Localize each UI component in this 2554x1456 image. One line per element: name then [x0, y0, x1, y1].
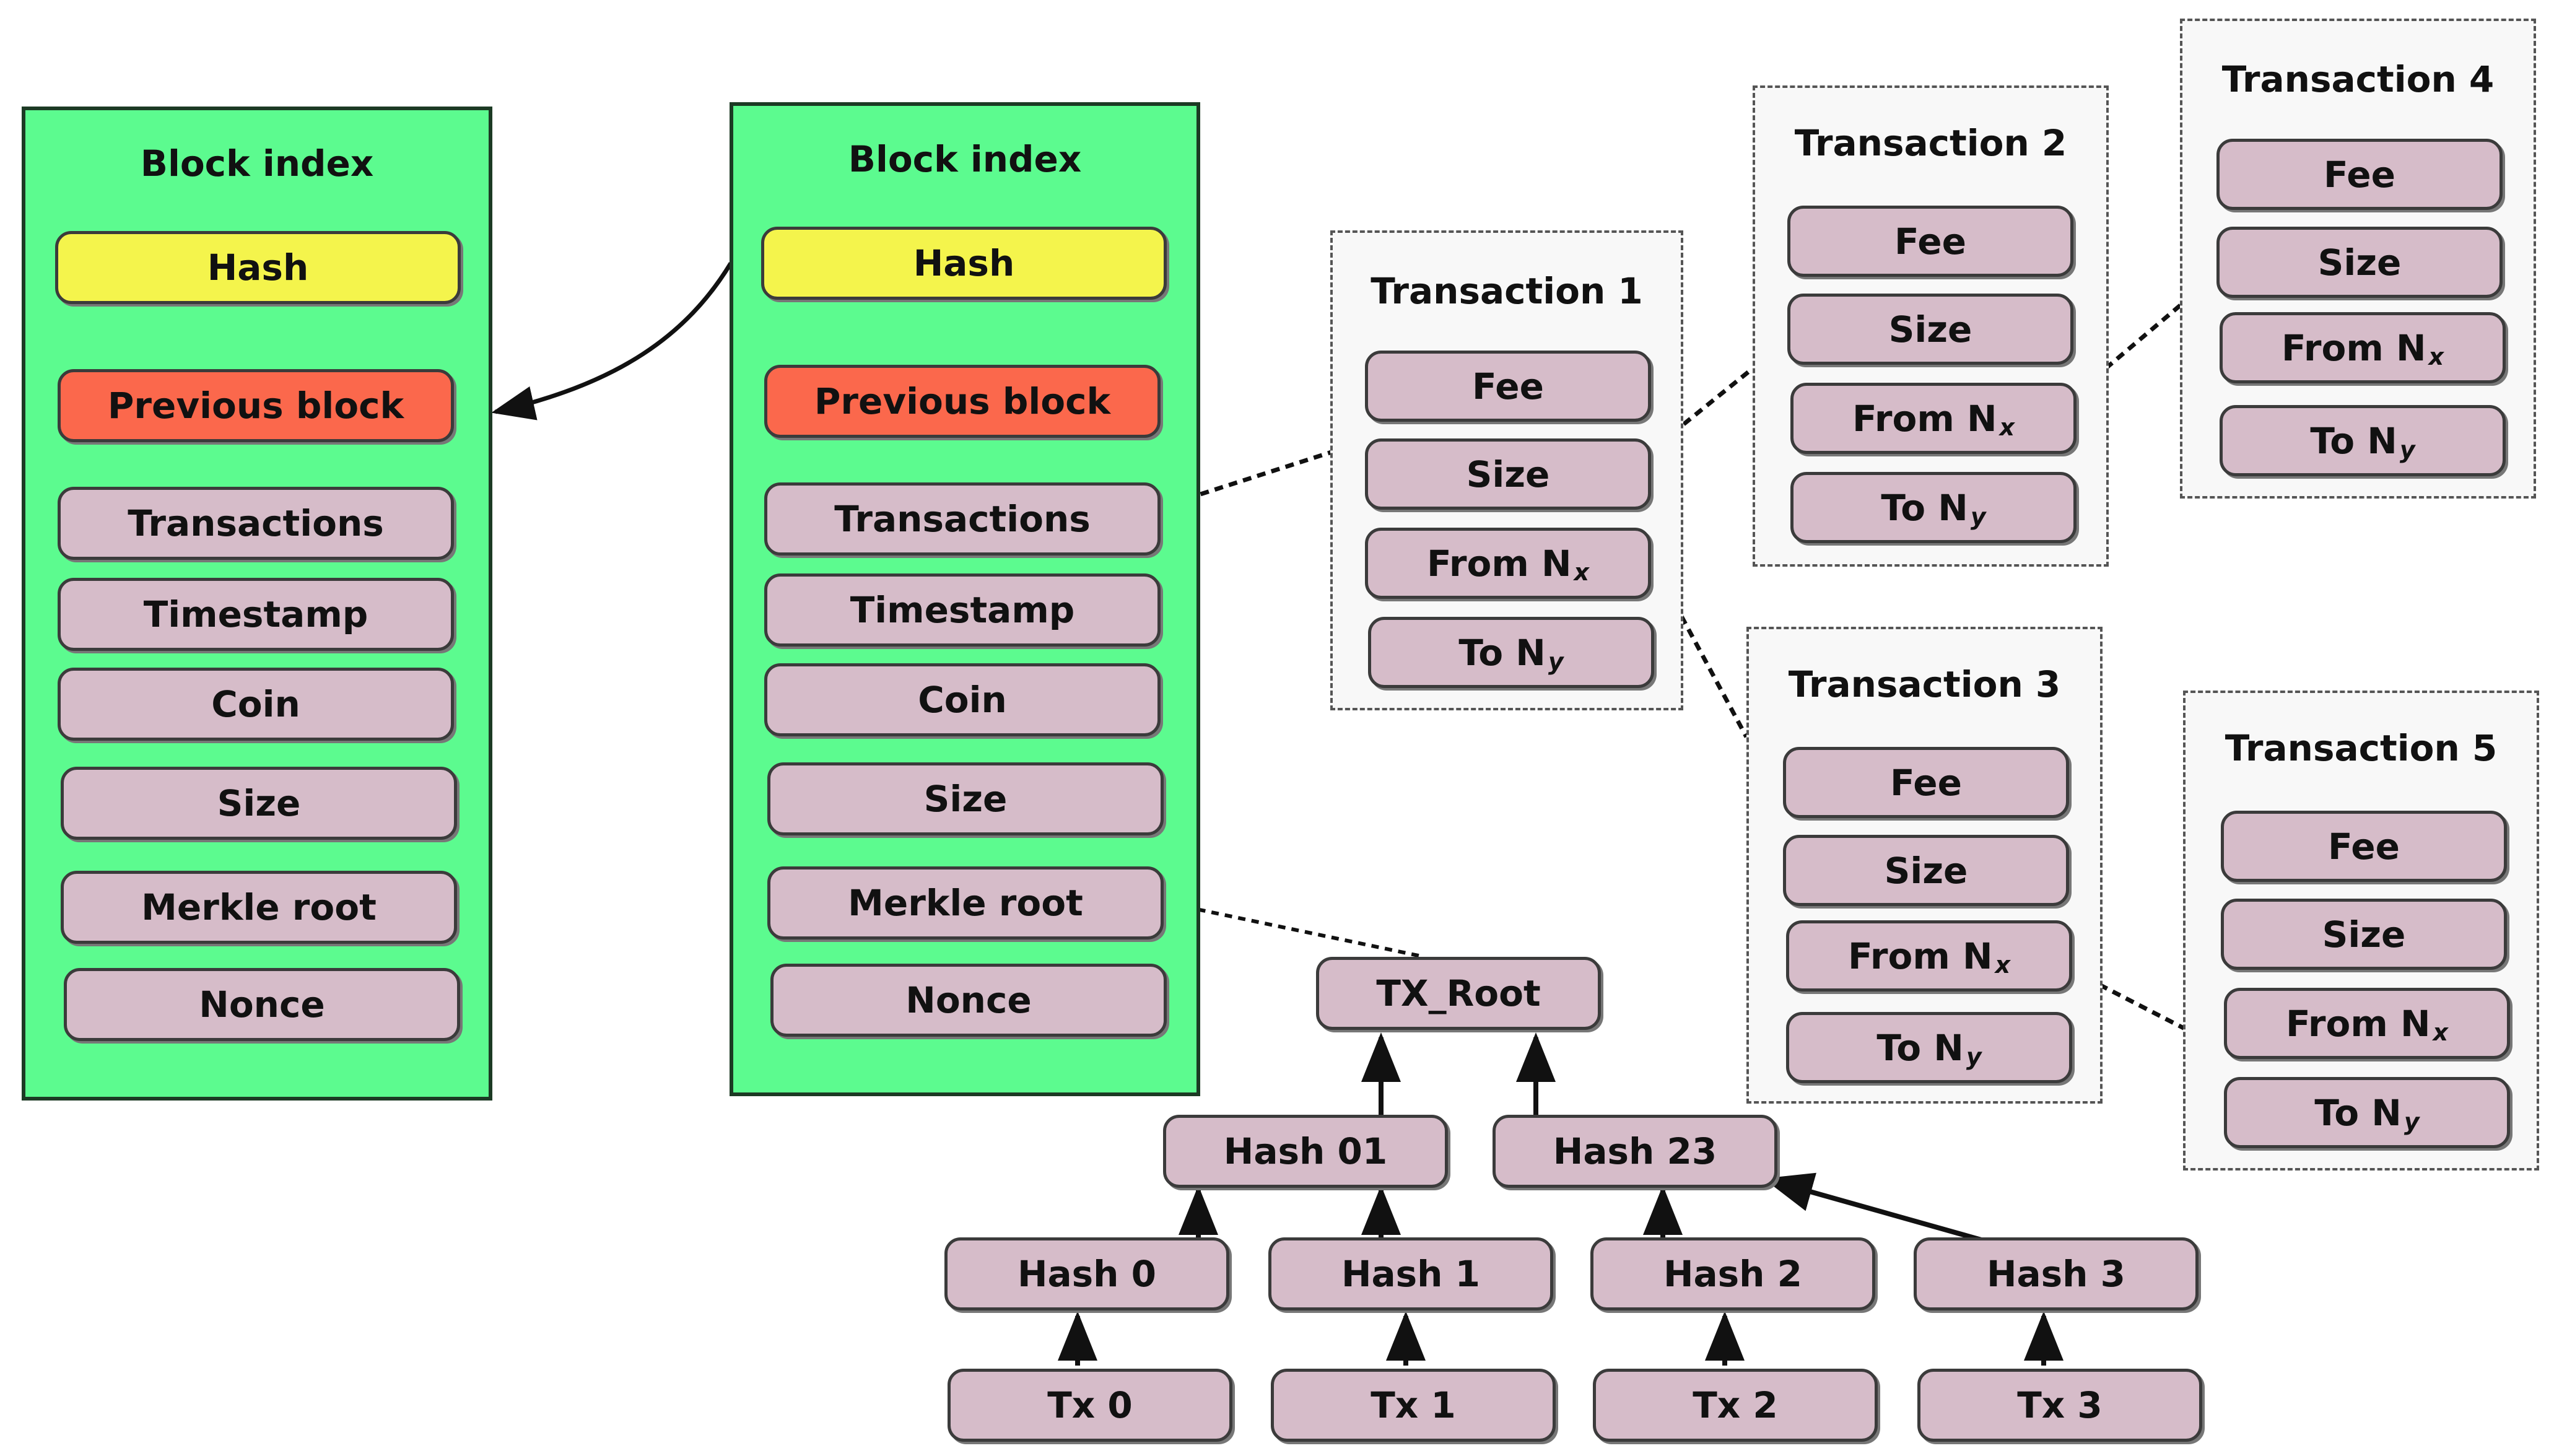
nonce-field: Nonce — [770, 964, 1167, 1037]
previous-block-arrow — [491, 262, 733, 421]
from-label: From N — [1426, 542, 1572, 585]
transaction-title: Transaction 1 — [1371, 270, 1643, 312]
tx-0-node: Tx 0 — [948, 1369, 1232, 1442]
previous-block-field: Previous block — [58, 369, 454, 442]
from-subscript: x — [1574, 558, 1590, 586]
merkle-root-field: Merkle root — [767, 866, 1164, 939]
to-label: To N — [1881, 486, 1968, 529]
to-label: To N — [1458, 631, 1546, 674]
timestamp-field: Timestamp — [764, 573, 1161, 647]
nonce-field: Nonce — [64, 968, 460, 1041]
from-label: From N — [2281, 326, 2426, 369]
to-subscript: y — [2404, 1107, 2420, 1135]
previous-block-field: Previous block — [764, 365, 1161, 438]
hash-3-node: Hash 3 — [1914, 1237, 2199, 1310]
size-field: Size — [1365, 438, 1651, 510]
to-subscript: y — [1966, 1042, 1982, 1070]
from-subscript: x — [1999, 413, 2015, 441]
transactions-field: Transactions — [58, 487, 454, 560]
hash-0-node: Hash 0 — [944, 1237, 1229, 1310]
from-label: From N — [2285, 1002, 2431, 1045]
tx-root-node: TX_Root — [1316, 957, 1601, 1030]
dash-tx1-tx2 — [1670, 367, 1754, 435]
to-label: To N — [2314, 1091, 2402, 1134]
block-index-1: Block index Hash Previous block Transact… — [22, 107, 492, 1101]
size-field: Size — [1783, 835, 2069, 906]
dash-tx1-tx3 — [1679, 615, 1749, 738]
size-field: Size — [2216, 227, 2503, 298]
hash-2-node: Hash 2 — [1590, 1237, 1875, 1310]
coin-field: Coin — [764, 663, 1161, 736]
size-field: Size — [2221, 899, 2507, 970]
size-field: Size — [767, 762, 1164, 835]
tx-3-node: Tx 3 — [1917, 1369, 2202, 1442]
from-subscript: x — [1995, 951, 2011, 979]
transaction-title: Transaction 4 — [2221, 58, 2495, 100]
from-label: From N — [1852, 397, 1997, 440]
to-subscript: y — [1970, 502, 1986, 530]
fee-field: Fee — [2216, 139, 2503, 210]
to-subscript: y — [2399, 435, 2415, 463]
block-index-2: Block index Hash Previous block Transact… — [730, 102, 1200, 1096]
fee-field: Fee — [1365, 351, 1651, 422]
tx-1-node: Tx 1 — [1271, 1369, 1556, 1442]
hash-23-node: Hash 23 — [1493, 1115, 1777, 1188]
timestamp-field: Timestamp — [58, 578, 454, 651]
size-field: Size — [61, 767, 457, 840]
from-subscript: x — [2428, 342, 2444, 370]
hash-1-node: Hash 1 — [1268, 1237, 1553, 1310]
size-field: Size — [1787, 294, 2073, 365]
to-label: To N — [1876, 1026, 1964, 1069]
hash-01-node: Hash 01 — [1163, 1115, 1448, 1188]
transactions-field: Transactions — [764, 482, 1161, 556]
dash-merkle-root — [1157, 899, 1425, 959]
fee-field: Fee — [1787, 206, 2073, 277]
to-label: To N — [2310, 419, 2397, 462]
coin-field: Coin — [58, 668, 454, 741]
to-subscript: y — [1548, 647, 1564, 675]
arrow-hash3-hash23 — [1763, 1172, 1989, 1244]
hash-field: Hash — [55, 231, 461, 304]
fee-field: Fee — [2221, 811, 2507, 882]
from-subscript: x — [2433, 1018, 2449, 1046]
transaction-title: Transaction 2 — [1794, 122, 2067, 164]
tx-2-node: Tx 2 — [1593, 1369, 1878, 1442]
dash-tx2-tx4 — [2104, 299, 2188, 370]
transaction-title: Transaction 5 — [2225, 727, 2498, 769]
block-title: Block index — [848, 138, 1082, 180]
from-label: From N — [1847, 935, 1993, 977]
hash-field: Hash — [761, 227, 1167, 300]
fee-field: Fee — [1783, 747, 2069, 818]
merkle-root-field: Merkle root — [61, 871, 457, 944]
block-title: Block index — [140, 142, 374, 185]
transaction-title: Transaction 3 — [1788, 663, 2061, 705]
